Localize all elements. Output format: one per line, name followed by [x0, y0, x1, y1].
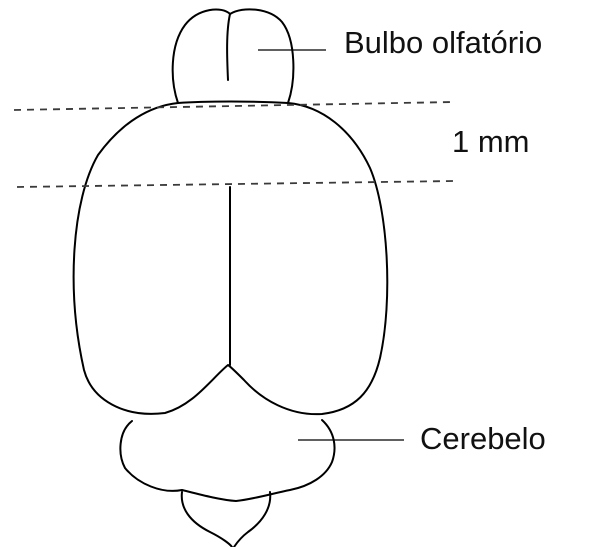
scale-dashed-line-bottom — [17, 181, 454, 187]
olfactory-bulb-midline — [227, 14, 230, 80]
scale-label: 1 mm — [452, 124, 530, 159]
scale-dashed-line-top — [14, 102, 454, 110]
cerebellum-outline — [120, 420, 334, 501]
cerebellum-label: Cerebelo — [420, 421, 546, 456]
olfactory-bulb-outline — [173, 9, 294, 103]
olfactory-bulb-label: Bulbo olfatório — [344, 25, 542, 60]
